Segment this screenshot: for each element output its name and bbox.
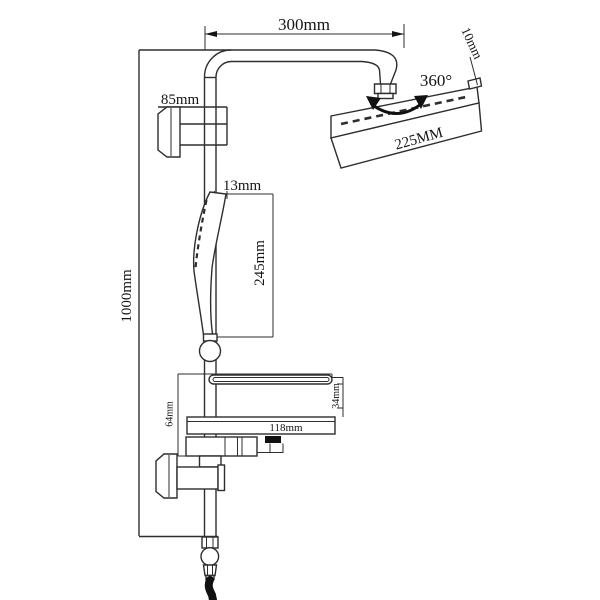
rotation-arrow-arc-icon (373, 102, 422, 115)
bracket-wall-plate (155, 453, 178, 499)
bracket-arm (176, 466, 219, 490)
dim-360deg-label: 360° (420, 71, 452, 90)
hose-swivel-ball (200, 547, 220, 567)
dim-300mm: 300mm (204, 15, 405, 50)
dim-245mm-label: 245mm (252, 240, 268, 286)
head-inlet-tab (467, 77, 483, 90)
hand-shower-group: 13mm 245mm (192, 178, 274, 363)
diverter-body (185, 436, 258, 457)
shower-hose (204, 576, 217, 600)
overhead-shower-head: 10mm 225MM (330, 25, 486, 169)
dim-10mm-label: 10mm (458, 25, 486, 61)
head-front-face (330, 102, 483, 169)
wall-bracket-top: 85mm (157, 92, 228, 158)
right-bend-inner (361, 60, 382, 85)
hand-shower-holder-ball (198, 339, 222, 363)
rotation-arrow-right-head-icon (414, 95, 428, 109)
dim-10mm-leader (469, 56, 478, 86)
wall-bracket-bottom (155, 453, 226, 499)
top-bend-inner-arc (215, 60, 232, 78)
dim-300mm-arrow-left-icon (205, 31, 217, 37)
swivel-annotation: 360° (366, 71, 452, 115)
dim-118mm-label: 118mm (269, 422, 303, 434)
connector-collar (377, 92, 394, 100)
dim-64mm-label: 64mm (165, 401, 176, 427)
shelf-slab (186, 416, 336, 435)
head-connector (373, 83, 397, 100)
bracket-wall-plate (157, 106, 181, 158)
hose-connector (200, 536, 220, 600)
top-bend-outer-arc (203, 49, 232, 78)
hand-shower-spray-face (194, 199, 208, 269)
dim-300mm-label: 300mm (278, 15, 330, 34)
right-bend-outer (374, 49, 398, 85)
dim-85mm-label: 85mm (161, 92, 200, 108)
rotation-arrow-left-head-icon (366, 96, 381, 110)
shelf-frame-right-step (331, 374, 344, 417)
connector-nut (373, 83, 397, 95)
diverter-black-knob (265, 436, 281, 443)
dim-34mm-label: 34mm (331, 383, 342, 409)
bracket-arm-endcap (217, 464, 226, 492)
towel-bar-inner (212, 377, 330, 382)
hose-nut-lower (202, 564, 218, 577)
dim-13mm-label: 13mm (223, 178, 262, 194)
dim-300mm-arrow-right-icon (392, 31, 404, 37)
towel-bar-outer (208, 374, 333, 385)
hand-shower-wand (192, 191, 227, 336)
spray-nozzle-row (340, 95, 467, 126)
dim-1000mm-label: 1000mm (119, 269, 135, 323)
frame-outline: 1000mm (119, 49, 375, 538)
shelf-unit: 34mm 64mm 118mm (165, 373, 344, 468)
hose-nut-upper (201, 536, 219, 549)
